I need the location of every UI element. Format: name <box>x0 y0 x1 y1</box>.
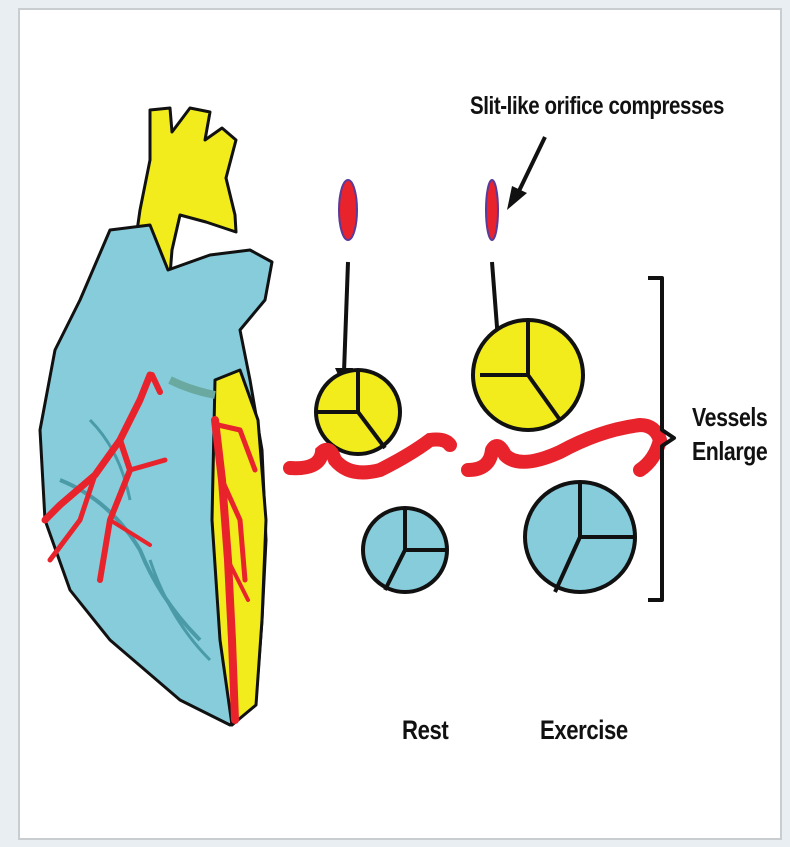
exercise-pulmonary-section <box>525 482 635 592</box>
exercise-coronary-artery <box>468 425 660 470</box>
rest-aorta-section <box>316 370 400 454</box>
rest-label: Rest <box>402 715 448 746</box>
exercise-orifice <box>486 180 498 240</box>
heart-illustration <box>40 108 272 725</box>
vessels-enlarge-line-1: Vessels <box>692 400 767 434</box>
rest-arrow-shaft <box>344 262 348 372</box>
vessels-enlarge-line-2: Enlarge <box>692 434 767 468</box>
rest-orifice <box>339 180 357 240</box>
orifice-callout-label: Slit-like orifice compresses <box>470 92 724 121</box>
exercise-vessels <box>468 137 660 592</box>
callout-arrow-shaft <box>518 137 545 193</box>
rest-pulmonary-section <box>363 508 447 592</box>
exercise-label: Exercise <box>540 715 628 746</box>
vessels-enlarge-label: Vessels Enlarge <box>692 400 767 468</box>
callout-arrow-head <box>507 186 527 210</box>
rest-vessels <box>290 180 450 592</box>
exercise-aorta-section <box>473 320 583 430</box>
